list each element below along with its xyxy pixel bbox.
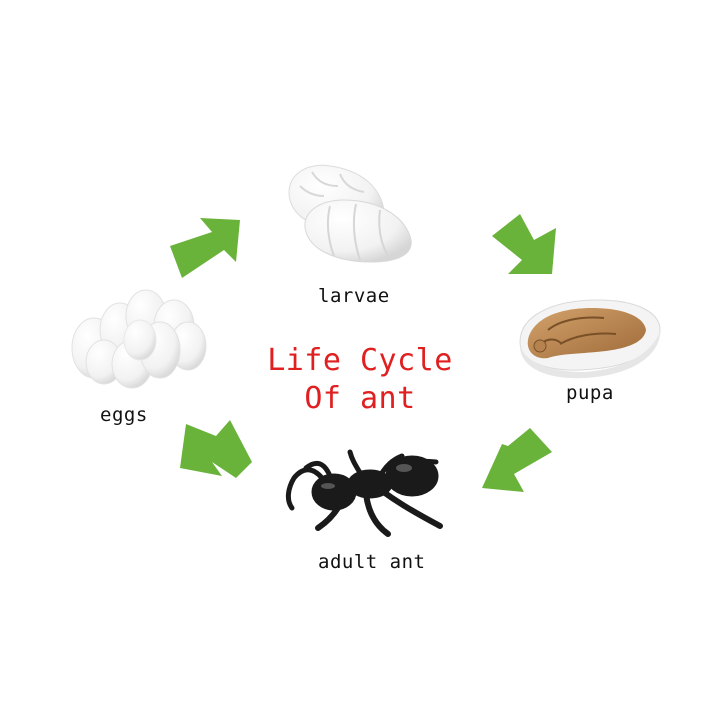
title-line-1: Life Cycle: [240, 342, 480, 380]
eggs-figure: [72, 290, 206, 388]
diagram-title: Life Cycle Of ant: [240, 342, 480, 418]
pupa-figure: [520, 300, 660, 378]
stage-label-larvae: larvae: [318, 285, 390, 307]
arrow-larvae-to-pupa-icon: [492, 214, 556, 274]
stage-label-eggs: eggs: [100, 404, 148, 426]
stage-label-pupa: pupa: [566, 382, 614, 404]
ant-figure: [288, 452, 440, 534]
arrow-eggs-to-larvae-icon: [170, 218, 240, 278]
arrow-pupa-to-adult-icon: [482, 428, 552, 492]
larvae-figure: [289, 165, 411, 262]
arrow-adult-to-eggs-icon: [180, 420, 252, 478]
stage-label-adult: adult ant: [318, 551, 425, 573]
title-line-2: Of ant: [240, 380, 480, 418]
